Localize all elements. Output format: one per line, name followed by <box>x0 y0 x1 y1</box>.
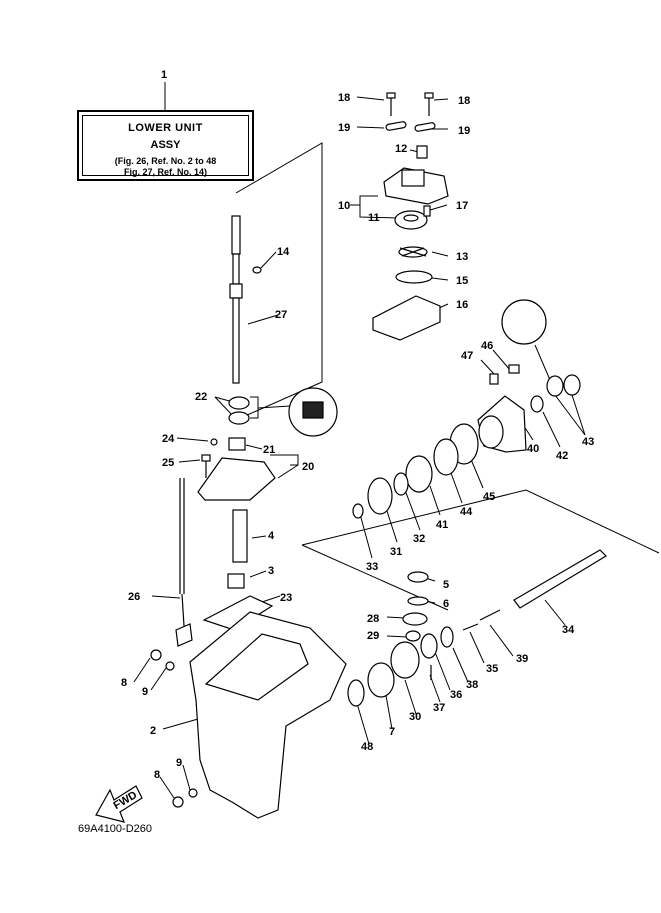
callout-10: 10 <box>338 200 350 212</box>
assembly-reference-line-1: (Fig. 26, Ref. No. 2 to 48 <box>114 156 217 166</box>
assembly-label-inner: LOWER UNIT ASSY (Fig. 26, Ref. No. 2 to … <box>82 115 249 178</box>
callout-33: 33 <box>366 561 378 573</box>
callout-37: 37 <box>433 702 445 714</box>
o-ring-15 <box>395 270 433 284</box>
callout-17: 17 <box>456 200 468 212</box>
callout-39: 39 <box>516 653 528 665</box>
bearing-housing <box>197 457 276 501</box>
assembly-reference: (Fig. 26, Ref. No. 2 to 48 Fig. 27, Ref.… <box>83 156 248 178</box>
callout-31: 31 <box>390 546 402 558</box>
callout-41: 41 <box>436 519 448 531</box>
bolt-18-right <box>424 92 434 99</box>
callout-16: 16 <box>456 299 468 311</box>
callout-24: 24 <box>162 433 175 445</box>
callout-26: 26 <box>128 591 140 603</box>
callout-2: 2 <box>150 725 156 737</box>
callout-22: 22 <box>195 391 207 403</box>
callout-38: 38 <box>466 679 478 691</box>
callout-9-lower: 9 <box>176 757 182 769</box>
assembly-reference-line-2: Fig. 27, Ref. No. 14) <box>123 167 208 177</box>
reverse-gear <box>367 477 393 515</box>
callout-15: 15 <box>456 275 468 287</box>
callout-20: 20 <box>302 461 314 473</box>
callout-18-left: 18 <box>338 92 350 104</box>
callout-23: 23 <box>280 592 292 604</box>
callout-19-left: 19 <box>338 122 350 134</box>
callout-5: 5 <box>443 579 449 591</box>
callout-28: 28 <box>367 613 379 625</box>
callout-43: 43 <box>582 436 594 448</box>
grease-apply-icon-2 <box>501 299 547 345</box>
callout-44: 44 <box>460 506 473 518</box>
callout-7: 7 <box>389 726 395 738</box>
callout-46: 46 <box>481 340 493 352</box>
assembly-subtitle: ASSY <box>150 139 181 151</box>
callout-4: 4 <box>268 530 275 542</box>
callout-6: 6 <box>443 598 449 610</box>
callout-30: 30 <box>409 711 421 723</box>
callout-42: 42 <box>556 450 568 462</box>
assembly-title: LOWER UNIT <box>128 122 203 134</box>
callout-8-lower: 8 <box>154 769 160 781</box>
callout-27: 27 <box>275 309 287 321</box>
callout-21: 21 <box>263 444 275 456</box>
callout-48: 48 <box>361 741 373 753</box>
fwd-arrow-icon: FWD <box>95 785 143 823</box>
impeller <box>398 246 428 258</box>
shift-rod <box>175 478 193 647</box>
propeller-shaft <box>513 549 607 609</box>
bolt-18-left <box>386 92 396 99</box>
gasket-23 <box>202 595 274 631</box>
callout-1: 1 <box>161 69 167 81</box>
forward-gear <box>390 641 420 679</box>
callout-29: 29 <box>367 630 379 642</box>
callout-12: 12 <box>395 143 407 155</box>
callout-9-upper: 9 <box>142 686 148 698</box>
callout-35: 35 <box>486 663 498 675</box>
drive-shaft <box>229 215 243 384</box>
callout-36: 36 <box>450 689 462 701</box>
callout-40: 40 <box>527 443 539 455</box>
assembly-label-box: LOWER UNIT ASSY (Fig. 26, Ref. No. 2 to … <box>77 110 254 181</box>
callout-34: 34 <box>562 624 575 636</box>
callout-45: 45 <box>483 491 495 503</box>
callout-19-right: 19 <box>458 125 470 137</box>
callout-8-upper: 8 <box>121 677 127 689</box>
callout-3: 3 <box>268 565 274 577</box>
callout-numbers: 1 18 18 19 19 12 10 11 17 13 15 16 14 27… <box>121 69 594 781</box>
outer-plate <box>372 295 441 341</box>
callout-14: 14 <box>277 246 290 258</box>
callout-32: 32 <box>413 533 425 545</box>
callout-47: 47 <box>461 350 473 362</box>
drawing-code: 69A4100-D260 <box>78 823 153 835</box>
parts <box>150 92 607 819</box>
callout-18-right: 18 <box>458 95 470 107</box>
water-tube <box>232 509 248 563</box>
leader-lines <box>133 82 660 799</box>
callout-11: 11 <box>368 212 380 224</box>
callout-13: 13 <box>456 251 468 263</box>
callout-25: 25 <box>162 457 174 469</box>
